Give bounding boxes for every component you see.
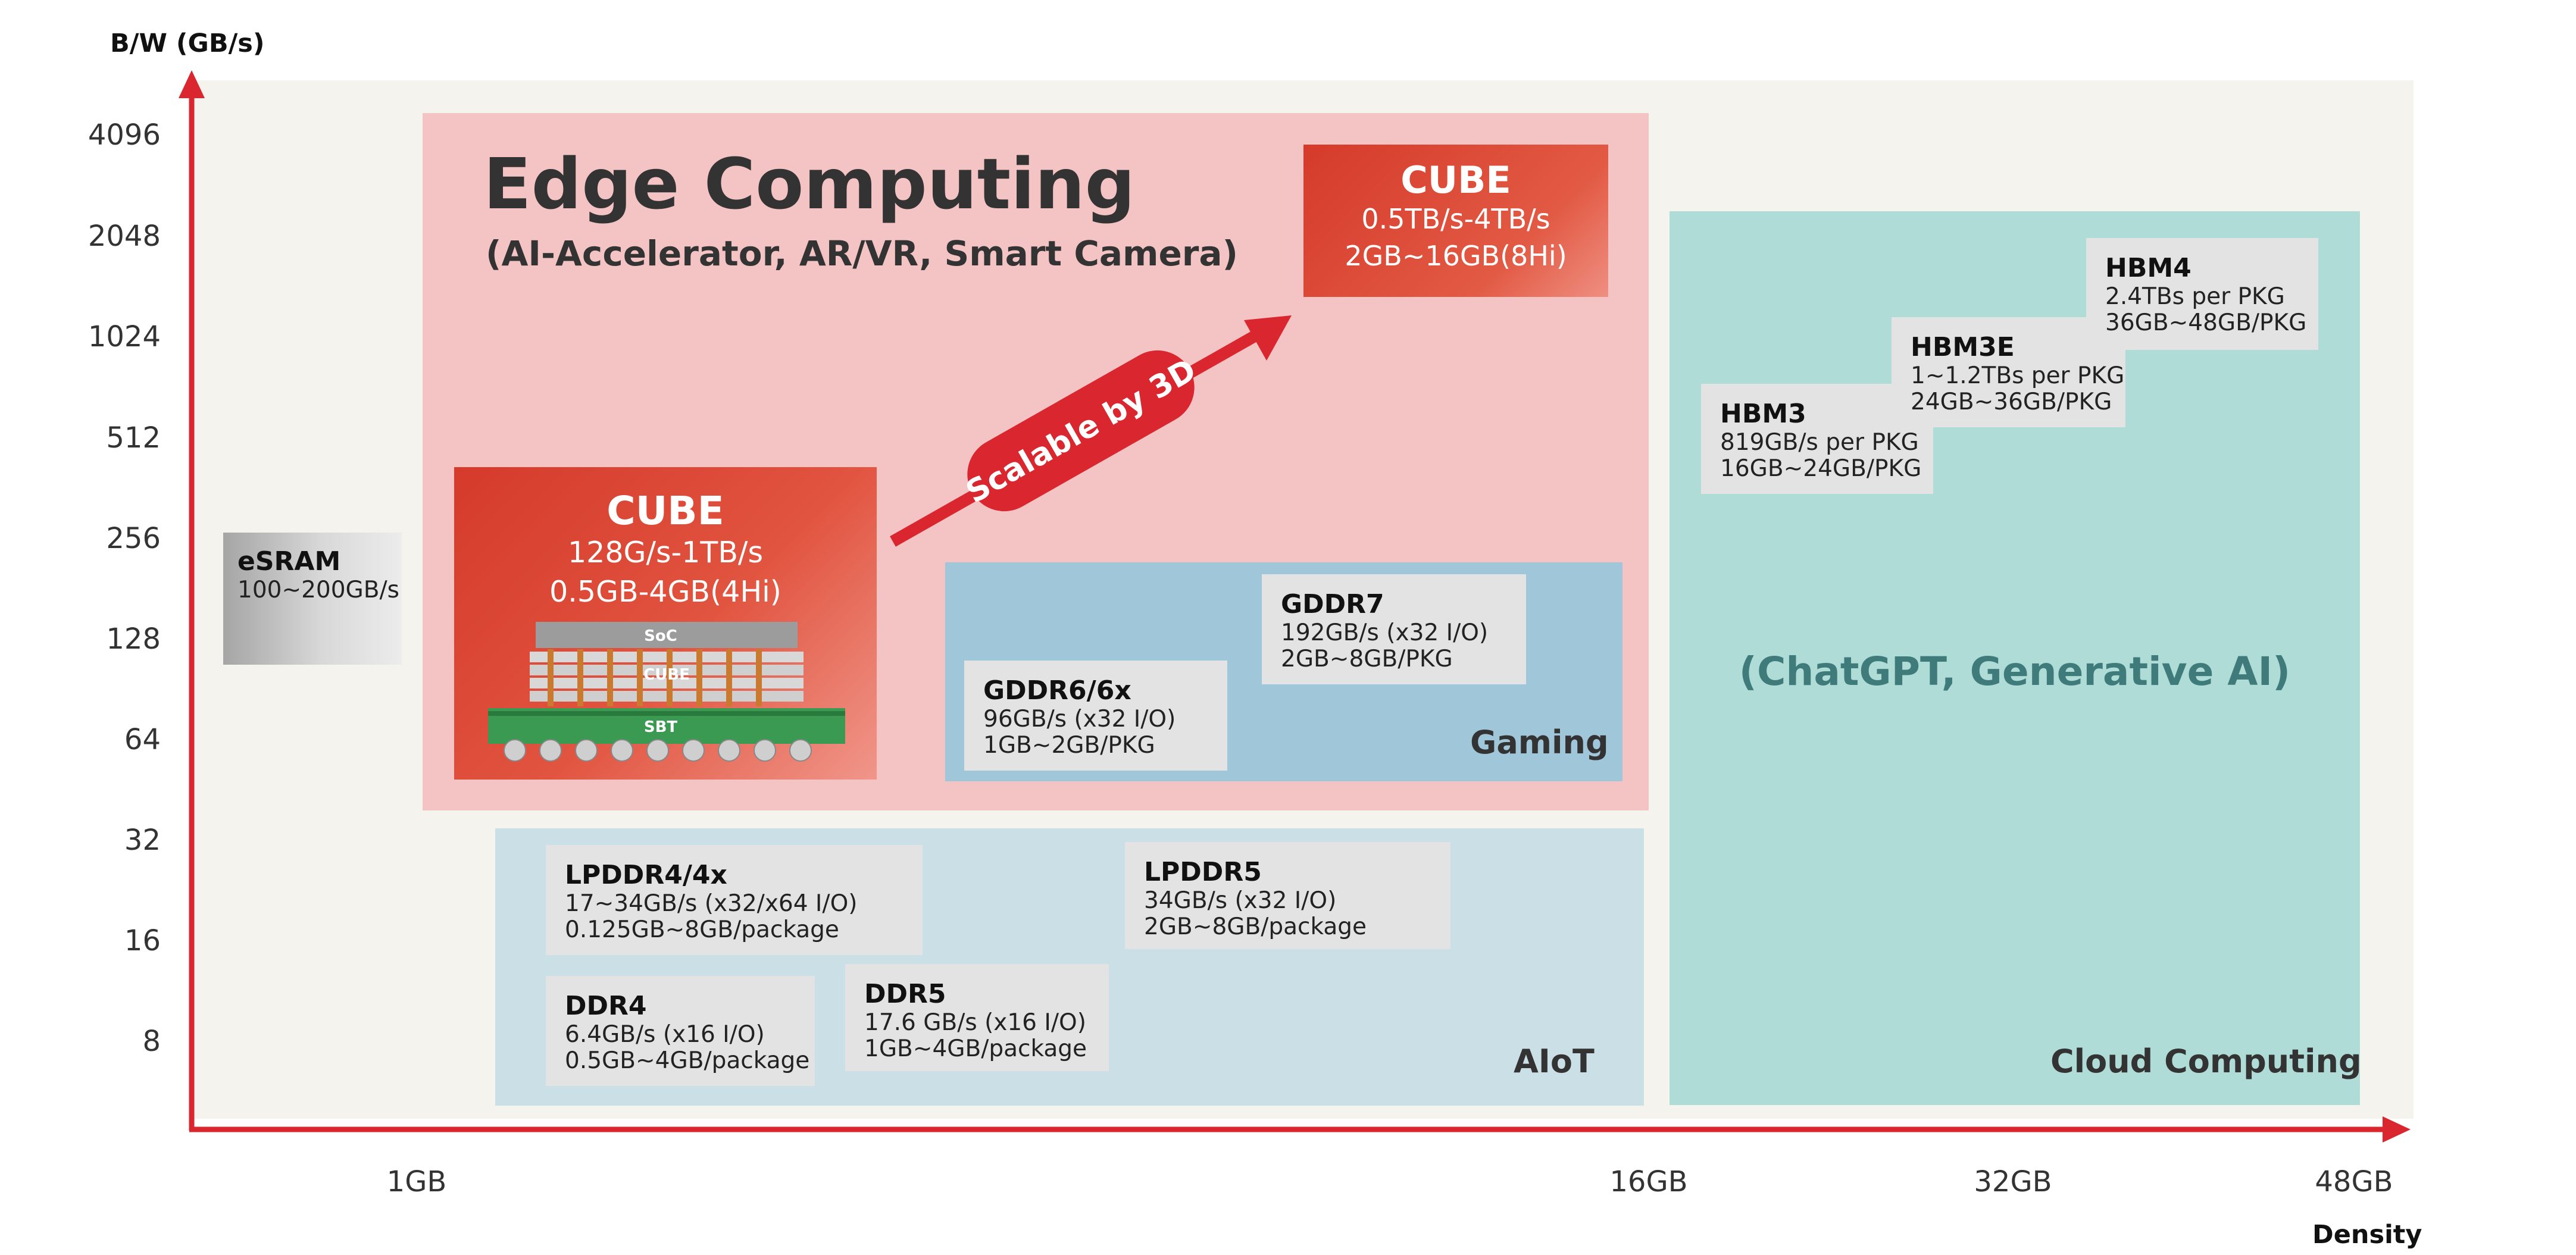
- gddr6-card: GDDR6/6x 96GB/s (x32 I/O) 1GB~2GB/PKG: [964, 661, 1227, 771]
- hbm4-name: HBM4: [2105, 253, 2192, 283]
- gddr7-density: 2GB~8GB/PKG: [1281, 646, 1453, 673]
- cloud-computing-subtitle: (ChatGPT, Generative AI): [1739, 649, 2291, 694]
- lpddr5-name: LPDDR5: [1144, 857, 1262, 887]
- hbm3-density: 16GB~24GB/PKG: [1720, 455, 1922, 483]
- hbm3-bandwidth: 819GB/s per PKG: [1720, 428, 1919, 456]
- cube-4hi-density: 0.5GB-4GB(4Hi): [549, 574, 781, 609]
- x-axis-title: Density: [2312, 1220, 2422, 1250]
- cloud-computing-label: Cloud Computing: [2050, 1043, 2362, 1080]
- hbm4-density: 36GB~48GB/PKG: [2105, 309, 2307, 337]
- hbm3-name: HBM3: [1720, 399, 1806, 429]
- ddr4-name: DDR4: [565, 991, 647, 1021]
- gddr6-name: GDDR6/6x: [983, 675, 1131, 706]
- ddr5-card: DDR5 17.6 GB/s (x16 I/O) 1GB~4GB/package: [845, 964, 1109, 1071]
- lpddr4-name: LPDDR4/4x: [565, 860, 727, 890]
- hbm3e-density: 24GB~36GB/PKG: [1911, 389, 2112, 416]
- hbm3-card: HBM3 819GB/s per PKG 16GB~24GB/PKG: [1701, 384, 1933, 494]
- y-axis-title: B/W (GB/s): [110, 29, 265, 58]
- gddr7-name: GDDR7: [1281, 589, 1384, 619]
- cube-layer-label: CUBE: [643, 666, 690, 684]
- y-axis-arrowhead: [179, 70, 205, 98]
- y-tick-label: 64: [124, 723, 161, 756]
- cube-8hi-card: CUBE 0.5TB/s-4TB/s 2GB~16GB(8Hi): [1303, 145, 1608, 297]
- x-tick-label: 48GB: [2315, 1165, 2393, 1198]
- esram-card: eSRAM 100~200GB/s: [223, 533, 402, 665]
- gddr6-density: 1GB~2GB/PKG: [983, 732, 1155, 759]
- ddr5-name: DDR5: [864, 979, 946, 1009]
- scalable-arrow: Scalable by 3D: [890, 315, 1292, 547]
- lpddr4-card: LPDDR4/4x 17~34GB/s (x32/x64 I/O) 0.125G…: [546, 845, 923, 955]
- y-tick-label: 2048: [87, 220, 161, 253]
- x-tick-label: 32GB: [1974, 1165, 2052, 1198]
- esram-bandwidth: 100~200GB/s: [237, 576, 399, 603]
- cube-8hi-bandwidth: 0.5TB/s-4TB/s: [1361, 203, 1550, 236]
- ddr5-density: 1GB~4GB/package: [864, 1035, 1087, 1063]
- gddr7-bandwidth: 192GB/s (x32 I/O): [1281, 619, 1489, 646]
- y-tick-label: 8: [142, 1025, 161, 1058]
- ddr5-bandwidth: 17.6 GB/s (x16 I/O): [864, 1009, 1086, 1036]
- lpddr5-card: LPDDR5 34GB/s (x32 I/O) 2GB~8GB/package: [1125, 842, 1450, 949]
- sbt-layer-label: SBT: [644, 718, 678, 736]
- cube-stack-illustration: SoC CUBE SBT: [488, 622, 845, 762]
- x-tick-label: 1GB: [386, 1165, 447, 1198]
- x-tick-label: 16GB: [1609, 1165, 1688, 1198]
- hbm3e-bandwidth: 1~1.2TBs per PKG: [1911, 362, 2125, 389]
- cube-8hi-name: CUBE: [1400, 158, 1511, 202]
- ddr4-card: DDR4 6.4GB/s (x16 I/O) 0.5GB~4GB/package: [546, 976, 815, 1086]
- ddr4-bandwidth: 6.4GB/s (x16 I/O): [565, 1021, 765, 1048]
- hbm4-card: HBM4 2.4TBs per PKG 36GB~48GB/PKG: [2086, 238, 2318, 350]
- gddr7-card: GDDR7 192GB/s (x32 I/O) 2GB~8GB/PKG: [1262, 574, 1526, 684]
- cube-4hi-bandwidth: 128G/s-1TB/s: [568, 535, 763, 569]
- soc-layer-label: SoC: [644, 627, 677, 645]
- cube-8hi-density: 2GB~16GB(8Hi): [1345, 240, 1567, 273]
- aiot-label: AIoT: [1514, 1043, 1595, 1080]
- y-tick-label: 512: [106, 421, 161, 455]
- edge-computing-title: Edge Computing: [483, 143, 1136, 225]
- y-tick-label: 256: [106, 522, 161, 555]
- y-tick-label: 32: [124, 824, 161, 857]
- y-tick-label: 128: [106, 622, 161, 656]
- esram-name: eSRAM: [237, 546, 341, 577]
- y-tick-label: 16: [124, 924, 161, 957]
- cube-4hi-name: CUBE: [607, 488, 724, 534]
- edge-computing-subtitle: (AI-Accelerator, AR/VR, Smart Camera): [486, 233, 1239, 274]
- ddr4-density: 0.5GB~4GB/package: [565, 1047, 810, 1075]
- lpddr4-bandwidth: 17~34GB/s (x32/x64 I/O): [565, 890, 858, 917]
- hbm3e-name: HBM3E: [1911, 332, 2015, 362]
- x-axis-arrowhead: [2383, 1116, 2411, 1143]
- gaming-label: Gaming: [1470, 724, 1609, 761]
- hbm4-bandwidth: 2.4TBs per PKG: [2105, 283, 2285, 310]
- gddr6-bandwidth: 96GB/s (x32 I/O): [983, 705, 1176, 733]
- y-tick-label: 4096: [87, 118, 161, 152]
- lpddr5-bandwidth: 34GB/s (x32 I/O): [1144, 887, 1337, 914]
- y-tick-label: 1024: [87, 320, 161, 353]
- lpddr5-density: 2GB~8GB/package: [1144, 913, 1367, 941]
- lpddr4-density: 0.125GB~8GB/package: [565, 916, 839, 944]
